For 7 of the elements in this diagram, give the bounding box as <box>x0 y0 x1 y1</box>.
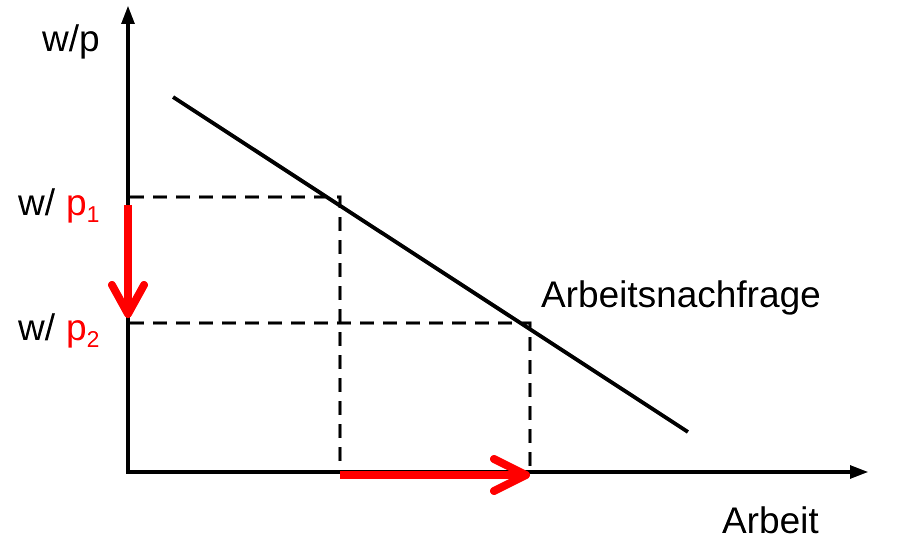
tick-label: w/ <box>18 309 55 346</box>
axis-label: w/p <box>42 20 100 57</box>
tick-label: p$_{1}$ <box>66 184 100 221</box>
tick-label: p$_{2}$ <box>66 309 100 346</box>
curve-label: Arbeitsnachfrage <box>541 276 821 313</box>
tick-label: w/ <box>18 184 55 221</box>
axis-label: Arbeit <box>722 502 819 537</box>
